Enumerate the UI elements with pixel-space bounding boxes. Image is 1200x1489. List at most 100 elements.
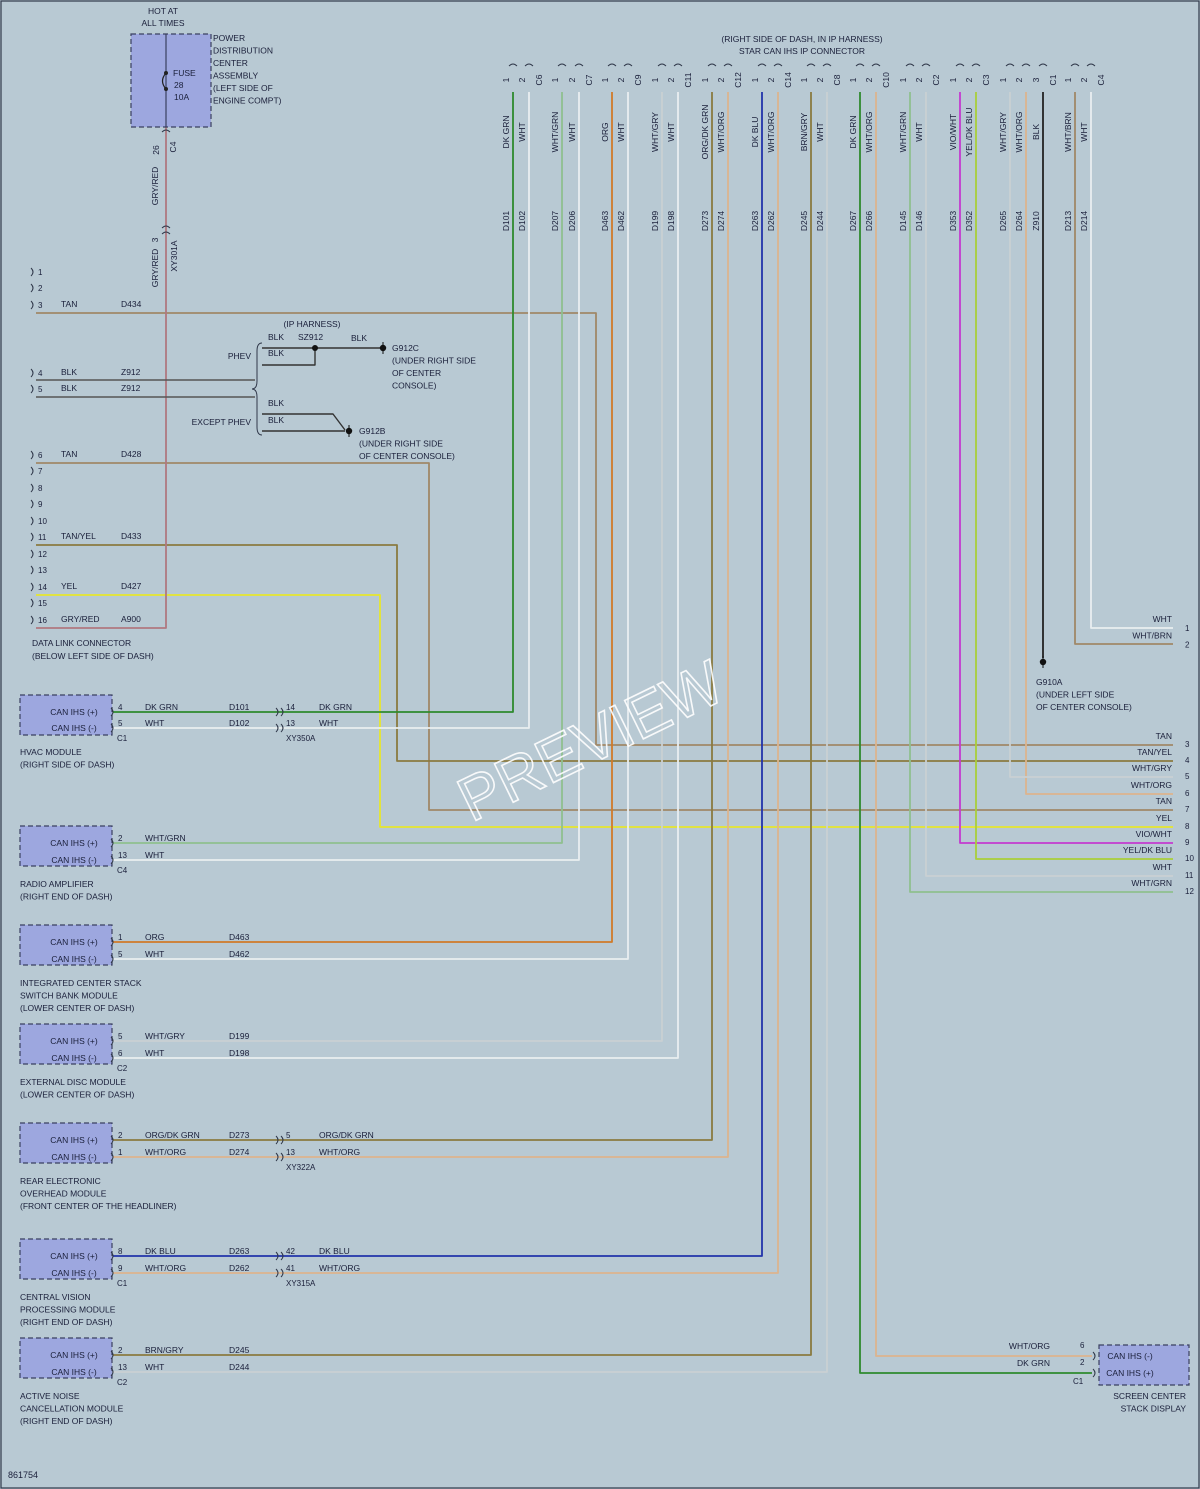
wire-module-6-0 — [113, 92, 812, 1356]
wire-module-0-0 — [113, 92, 514, 713]
inline-wire-color: DK GRN — [319, 702, 352, 712]
g912b-label-2: OF CENTER CONSOLE) — [359, 451, 455, 461]
star-pin-cap — [1005, 63, 1015, 67]
module-connector-id: C2 — [117, 1064, 128, 1073]
dlc-pin-color: TAN — [61, 449, 77, 459]
star-pin-number: 1 — [1063, 77, 1073, 82]
star-pin-cap — [1070, 63, 1080, 67]
wire-a900-gry-red — [36, 127, 167, 629]
hot-at-label: HOT AT — [148, 6, 178, 16]
module-pin-cap — [110, 1268, 114, 1278]
star-pin-cap — [623, 63, 633, 67]
inline-wire-color: WHT — [319, 718, 338, 728]
right-row-color: WHT/ORG — [1131, 780, 1172, 790]
module-name-1: OVERHEAD MODULE — [20, 1189, 107, 1199]
wire-module-6-1 — [113, 92, 828, 1373]
dlc-pin-circuit: Z912 — [121, 367, 141, 377]
screen-name-0: SCREEN CENTER — [1113, 1391, 1186, 1401]
module-wire-color: WHT/GRY — [145, 1031, 185, 1041]
module-connector-id: C2 — [117, 1378, 128, 1387]
inline-connector-id: XY322A — [286, 1163, 316, 1172]
star-pin-number: 1 — [948, 77, 958, 82]
wire-d434-tan — [36, 312, 1173, 746]
module-pin-cap — [110, 1350, 114, 1360]
module-connector-id: C1 — [117, 1279, 128, 1288]
dlc-pin-number: 10 — [38, 517, 47, 526]
star-pin-color: WHT — [666, 122, 676, 141]
dlc-pin-color: TAN — [61, 299, 77, 309]
splice-connector-id: XY301A — [169, 240, 179, 272]
right-row-pin: 8 — [1185, 822, 1190, 831]
star-pin-number: 1 — [650, 77, 660, 82]
module-name-0: REAR ELECTRONIC — [20, 1176, 101, 1186]
star-pin-color: WHT — [815, 122, 825, 141]
star-pin-number: 2 — [1079, 77, 1089, 82]
wire-d352-yel-dk-blu — [975, 92, 1173, 860]
module-name-1: (RIGHT SIDE OF DASH) — [20, 760, 114, 770]
dlc-pin-number: 11 — [38, 533, 47, 542]
inline-wire-color: ORG/DK GRN — [319, 1130, 374, 1140]
wire-module-5-1 — [113, 92, 779, 1274]
star-pin-circuit: D266 — [864, 211, 874, 232]
star-pin-color: YEL/DK BLU — [964, 107, 974, 156]
star-pin-number: 1 — [600, 77, 610, 82]
module-circuit: D462 — [229, 949, 250, 959]
dlc-pin-number: 13 — [38, 566, 47, 575]
star-pin-circuit: D245 — [799, 211, 809, 232]
wire-blk-sz912 — [262, 348, 316, 366]
module-pin-number: 2 — [118, 1346, 123, 1355]
module-pin-cap — [110, 954, 114, 964]
star-pin-color: DK BLU — [750, 117, 760, 148]
dlc-pin-cap — [30, 450, 34, 460]
screen-wire-color: WHT/ORG — [1009, 1341, 1050, 1351]
star-pin-circuit: D267 — [848, 211, 858, 232]
pdc-label-3: ASSEMBLY — [213, 71, 259, 81]
module-name-0: ACTIVE NOISE — [20, 1391, 80, 1401]
dlc-pin-cap — [30, 565, 34, 575]
right-row-color: WHT/GRY — [1132, 763, 1172, 773]
dlc-pin-cap — [30, 499, 34, 509]
star-pin-color: WHT/GRN — [898, 112, 908, 153]
dlc-pin-number: 2 — [38, 284, 43, 293]
star-pin-number: 2 — [716, 77, 726, 82]
wire-module-5-0 — [113, 92, 763, 1257]
star-pin-circuit: D198 — [666, 211, 676, 232]
wire-module-2-0 — [113, 92, 613, 943]
module-circuit: D262 — [229, 1263, 250, 1273]
star-pin-circuit: D353 — [948, 211, 958, 232]
dlc-pin-cap — [30, 483, 34, 493]
star-pin-cap — [1086, 63, 1096, 67]
module-circuit: D463 — [229, 932, 250, 942]
module-wire-color: WHT/ORG — [145, 1147, 186, 1157]
dlc-pin-number: 15 — [38, 599, 47, 608]
module-name-0: HVAC MODULE — [20, 747, 82, 757]
star-pin-circuit: D262 — [766, 211, 776, 232]
star-pin-color: WHT/GRY — [998, 112, 1008, 152]
dlc-pin-color: GRY/RED — [61, 614, 100, 624]
blk-label: BLK — [268, 415, 284, 425]
star-pin-cap — [1038, 63, 1048, 67]
screen-display-box — [1098, 1344, 1190, 1386]
right-row-color: TAN/YEL — [1137, 747, 1172, 757]
shapes-layer — [19, 33, 1190, 1386]
right-row-color: TAN — [1156, 731, 1172, 741]
star-pin-number: 1 — [501, 77, 511, 82]
module-box-5 — [19, 1238, 113, 1280]
module-name-0: INTEGRATED CENTER STACK — [20, 978, 142, 988]
star-pin-color: ORG/DK GRN — [700, 105, 710, 160]
module-box-4 — [19, 1122, 113, 1164]
inline-connector-cap — [275, 707, 284, 717]
star-pin-circuit: D207 — [550, 211, 560, 232]
star-pin-cap — [508, 63, 518, 67]
module-pin-cap — [110, 838, 114, 848]
pdc-label-5: ENGINE COMPT) — [213, 96, 282, 106]
right-row-color: WHT — [1153, 862, 1172, 872]
star-pin-circuit: Z910 — [1031, 211, 1041, 231]
star-pin-circuit: D101 — [501, 211, 511, 232]
module-box-0 — [19, 694, 113, 736]
screen-can-ihs-neg: CAN IHS (-) — [1107, 1351, 1153, 1361]
star-pin-circuit: D102 — [517, 211, 527, 232]
right-row-pin: 11 — [1185, 871, 1194, 880]
module-pin-number: 5 — [118, 1032, 123, 1041]
star-pin-cap — [773, 63, 783, 67]
